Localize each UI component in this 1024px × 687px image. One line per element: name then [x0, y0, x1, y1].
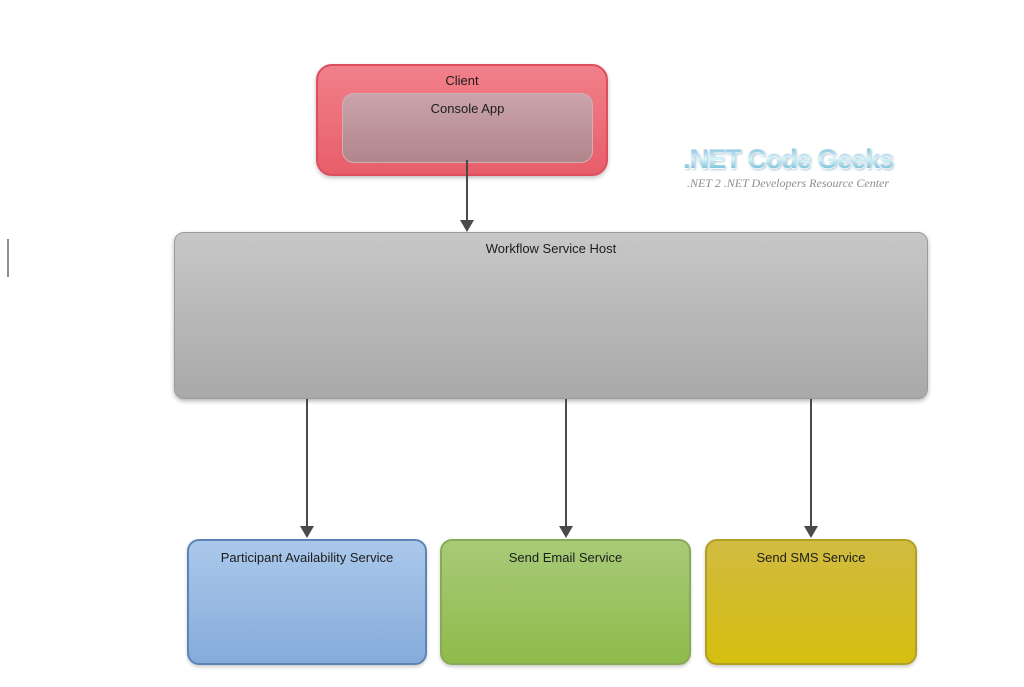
arrow-shaft [565, 399, 567, 526]
node-participant-availability-service-label: Participant Availability Service [220, 550, 394, 565]
logo-subtitle: .NET 2 .NET Developers Resource Center [686, 176, 890, 191]
node-send-sms-service: Send SMS Service [705, 539, 917, 665]
arrow-host-to-participant-icon [300, 399, 314, 538]
node-send-email-service: Send Email Service [440, 539, 691, 665]
arrow-host-to-email-icon [559, 399, 573, 538]
watermark-logo: .NET Code Geeks .NET 2 .NET Developers R… [676, 144, 900, 191]
arrow-head-icon [300, 526, 314, 538]
arrow-shaft [466, 160, 468, 220]
node-workflow-service-host-label: Workflow Service Host [485, 241, 617, 256]
node-send-email-service-label: Send Email Service [508, 550, 623, 565]
arrow-host-to-sms-icon [804, 399, 818, 538]
node-client-label: Client [445, 73, 479, 88]
node-send-sms-service-label: Send SMS Service [756, 550, 866, 565]
arrow-head-icon [804, 526, 818, 538]
node-client: Client Console App [316, 64, 608, 176]
arrow-head-icon [559, 526, 573, 538]
node-workflow-service-host: Workflow Service Host [174, 232, 928, 399]
text-cursor-artifact [7, 239, 9, 277]
arrow-client-to-host-icon [460, 160, 474, 232]
arrow-shaft [306, 399, 308, 526]
arrow-head-icon [460, 220, 474, 232]
logo-title: .NET Code Geeks [676, 144, 900, 175]
arrow-shaft [810, 399, 812, 526]
node-console-app-label: Console App [430, 101, 505, 116]
node-participant-availability-service: Participant Availability Service [187, 539, 427, 665]
node-console-app: Console App [342, 93, 593, 163]
